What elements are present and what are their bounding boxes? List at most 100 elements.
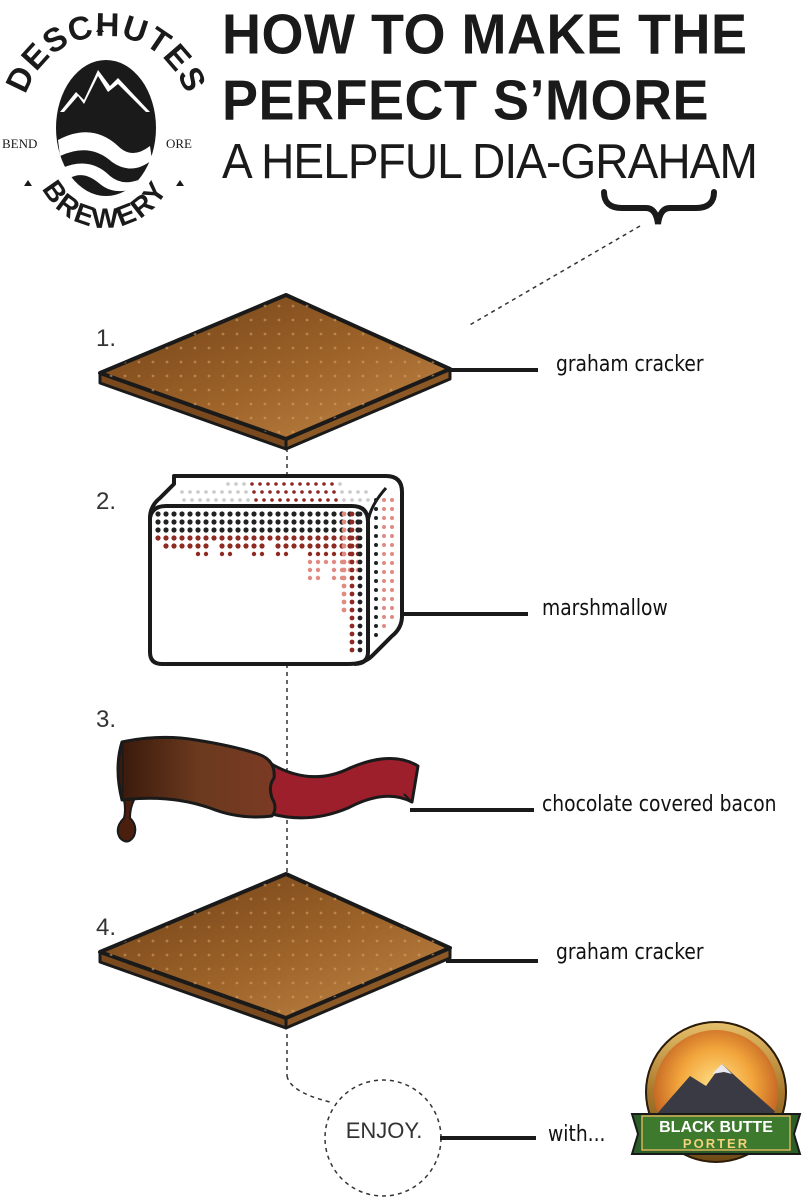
marshmallow-dot [299,543,305,549]
marshmallow-dot [262,498,266,502]
with-text: with... [548,1122,606,1147]
marshmallow-dot [357,607,363,613]
marshmallow-dot [163,535,169,541]
marshmallow-dot [219,535,225,541]
marshmallow-dot [270,498,274,502]
marshmallow-dot [341,599,347,605]
marshmallow-dot [179,543,185,549]
title-line-2: PERFECT S’MORE [222,69,710,133]
marshmallow-dot [198,498,202,502]
marshmallow-dot [235,535,241,541]
marshmallow-dot [323,559,329,565]
marshmallow-dot [187,527,193,533]
marshmallow-dot [243,535,249,541]
marshmallow-dot [171,543,177,549]
marshmallow-dot [349,559,355,565]
marshmallow-dot [374,624,378,628]
marshmallow-dot [275,535,281,541]
marshmallow-dot [251,527,257,533]
marshmallow-dot [299,511,305,517]
marshmallow-dot [278,498,282,502]
marshmallow-dot [390,534,394,538]
marshmallow-dot [171,519,177,525]
marshmallow-dot [282,482,286,486]
marshmallow-dot [180,490,184,494]
marshmallow-dot [266,482,270,486]
badge-line-1: BLACK BUTTE [659,1119,773,1136]
marshmallow-dot [357,567,363,573]
marshmallow-dot [195,511,201,517]
marshmallow-dot [236,490,240,494]
curly-brace-icon [601,189,717,225]
marshmallow-dot [307,543,313,549]
marshmallow-dot [332,490,336,494]
marshmallow-dot [348,490,352,494]
marshmallow-dot [310,498,314,502]
marshmallow-dot [196,490,200,494]
marshmallow-dot [331,543,337,549]
marshmallow-dot [182,498,186,502]
marshmallow-dot [254,498,258,502]
graham-cracker-top [98,293,452,451]
marshmallow-dot [374,507,378,511]
marshmallow-dot [374,543,378,547]
marshmallow-dot [331,575,337,581]
marshmallow-dot [390,561,394,565]
marshmallow-dot [291,511,297,517]
marshmallow-dot [307,551,313,557]
marshmallow-dot [374,552,378,556]
marshmallow-dot [203,519,209,525]
marshmallow-dot [322,482,326,486]
marshmallow-dot [374,633,378,637]
marshmallow-dot [179,535,185,541]
marshmallow-dot [349,543,355,549]
marshmallow-dot [219,543,225,549]
marshmallow-dot [382,615,386,619]
marshmallow-dot [357,519,363,525]
marshmallow-dot [190,498,194,502]
marshmallow-dot [340,490,344,494]
marshmallow-dot [357,599,363,605]
marshmallow-dot [331,551,337,557]
marshmallow-dot [307,575,313,581]
marshmallow-dot [307,535,313,541]
marshmallow-dot [171,511,177,517]
marshmallow-dot [357,527,363,533]
marshmallow-dot [357,631,363,637]
marshmallow-dot [206,498,210,502]
marshmallow-dot [227,511,233,517]
marshmallow-dot [163,511,169,517]
marshmallow-dot [382,507,386,511]
marshmallow-dot [291,527,297,533]
marshmallow-dot [251,535,257,541]
marshmallow-dot [374,606,378,610]
marshmallow-dot [323,535,329,541]
marshmallow-dot [290,482,294,486]
marshmallow-dot [315,559,321,565]
marshmallow-dot [341,511,347,517]
marshmallow-dot [211,511,217,517]
marshmallow-dot [382,624,386,628]
marshmallow-dot [315,575,321,581]
marshmallow-dot [275,543,281,549]
marshmallow-dot [390,543,394,547]
marshmallow-dot [274,482,278,486]
marshmallow-dot [314,482,318,486]
marshmallow-dot [306,482,310,486]
marshmallow-dot [243,511,249,517]
marshmallow-dot [350,498,354,502]
leader-line [446,959,538,963]
step-number: 2. [96,488,117,515]
marshmallow-dot [212,490,216,494]
step-label: graham cracker [556,352,704,377]
marshmallow-dot [267,511,273,517]
marshmallow-dot [357,647,363,653]
marshmallow-dot [307,527,313,533]
marshmallow-dot [267,535,273,541]
marshmallow-dot [338,482,342,486]
marshmallow-dot [299,519,305,525]
marshmallow-dot [163,527,169,533]
marshmallow-dot [315,535,321,541]
marshmallow-dot [341,567,347,573]
marshmallow-dot [227,543,233,549]
